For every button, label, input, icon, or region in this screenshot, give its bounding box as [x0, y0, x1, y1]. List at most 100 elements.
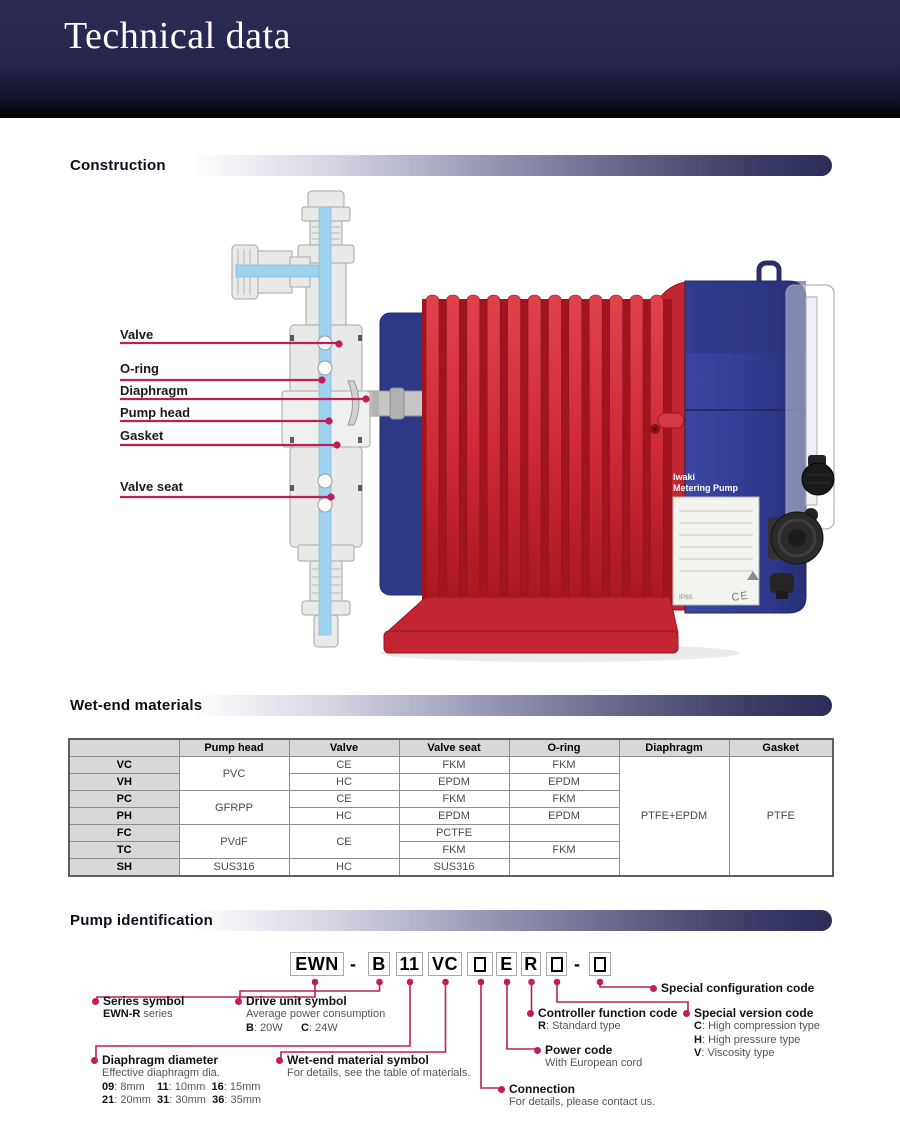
- adjust-knob: [801, 455, 835, 496]
- table-cell: CE: [288, 756, 400, 774]
- callout-line: Average power consumption: [246, 1008, 386, 1020]
- sticker-brand-2: Metering Pump: [673, 483, 739, 493]
- section-bar-pump-identification: Pump identification: [68, 910, 832, 931]
- table-cell: HC: [288, 773, 400, 791]
- construction-label-pumphead: Pump head: [120, 405, 191, 420]
- callout-line: EWN-R series: [103, 1008, 173, 1020]
- code-segment-0: EWN: [290, 952, 344, 976]
- callout-title: Special configuration code: [650, 981, 814, 995]
- column-header: Diaphragm: [618, 738, 730, 757]
- valve-assembly: [231, 190, 371, 648]
- construction-label-valve: Valve: [120, 327, 154, 342]
- callout-title: Wet-end material symbol: [276, 1053, 470, 1067]
- leader-dots: [318, 340, 370, 501]
- table-cell: EPDM: [508, 807, 620, 825]
- code-segment-2: B: [368, 952, 390, 976]
- plate-ip-rating: IP65: [679, 594, 693, 601]
- table-cell: HC: [288, 807, 400, 825]
- table-cell: CE: [288, 824, 400, 859]
- table-cell: FKM: [398, 790, 510, 808]
- table-cell: FKM: [398, 756, 510, 774]
- callout-bullet-icon: [92, 997, 99, 1005]
- construction-leader-lines: [120, 340, 370, 501]
- row-label: PH: [68, 807, 180, 825]
- empty-code-square: [594, 956, 606, 972]
- table-cell: [508, 858, 620, 877]
- column-header: Pump head: [178, 738, 290, 757]
- callout-line: V: Viscosity type: [694, 1047, 775, 1059]
- pump-body: [422, 280, 693, 611]
- callout-line: With European cord: [545, 1057, 643, 1069]
- table-cell: CE: [288, 790, 400, 808]
- table-cell: EPDM: [508, 773, 620, 791]
- section-title-pump-identification: Pump identification: [70, 912, 213, 929]
- row-label: FC: [68, 824, 180, 842]
- callout-bullet-icon: [527, 1009, 534, 1017]
- callout-line: 09: 8mm 11: 10mm 16: 15mm: [102, 1080, 261, 1093]
- code-segment-3: 11: [396, 952, 423, 976]
- construction-label-oring: O-ring: [120, 361, 159, 376]
- code-separator: -: [350, 953, 356, 974]
- code-separator: -: [574, 953, 580, 974]
- table-cell: HC: [288, 858, 400, 877]
- callout-bullet-icon: [235, 997, 242, 1005]
- callout-bullet-icon: [534, 1046, 541, 1054]
- callout-title: Series symbol: [92, 994, 184, 1008]
- callout-line: 21: 20mm 31: 30mm 36: 35mm: [102, 1094, 262, 1106]
- callout-title: Connection: [498, 1082, 655, 1096]
- callout-bullet-icon: [91, 1056, 98, 1064]
- column-header: Valve: [288, 738, 400, 757]
- section-bar-wet-end: Wet-end materials: [68, 695, 832, 716]
- valve-balls: [317, 335, 333, 513]
- code-segment-8: [546, 952, 567, 976]
- callout-special_config: Special configuration code: [650, 981, 814, 995]
- callout-title: Diaphragm diameter: [91, 1053, 261, 1067]
- callout-bullet-icon: [498, 1085, 505, 1093]
- callout-title: Special version code: [683, 1006, 820, 1020]
- section-bar-construction: Construction: [68, 155, 832, 176]
- code-segment-7: R: [521, 952, 541, 976]
- callout-line: Effective diaphragm dia.: [102, 1067, 220, 1079]
- table-cell: GFRPP: [178, 790, 290, 825]
- table-cell: FKM: [508, 756, 620, 774]
- table-cell: EPDM: [398, 773, 510, 791]
- row-label: TC: [68, 841, 180, 859]
- pump-id-connector-lines: [95, 978, 689, 1089]
- column-header: Valve seat: [398, 738, 510, 757]
- callout-line: C: High compression type: [694, 1020, 820, 1032]
- construction-label-diaphragm: Diaphragm: [120, 383, 188, 398]
- code-segment-10: [589, 952, 611, 976]
- table-cell: PTFE+EPDM: [618, 756, 730, 877]
- row-label: PC: [68, 790, 180, 808]
- flow-channel-horizontal: [235, 264, 327, 278]
- column-header: [68, 738, 180, 757]
- sticker-brand-1: Iwaki: [673, 472, 695, 482]
- section-title-construction: Construction: [70, 157, 166, 174]
- callout-bullet-icon: [650, 984, 657, 992]
- code-segment-6: E: [496, 952, 517, 976]
- code-segment-4: VC: [428, 952, 462, 976]
- diaphragm-part: [347, 380, 360, 426]
- code-segment-dots: [311, 978, 604, 986]
- callout-line: B: 20W C: 24W: [246, 1021, 338, 1034]
- callout-line: R: Standard type: [538, 1020, 621, 1032]
- column-header: Gasket: [728, 738, 834, 757]
- table-cell: FKM: [508, 790, 620, 808]
- row-label: VC: [68, 756, 180, 774]
- cable-gland: [768, 511, 824, 565]
- pump-base: [383, 596, 679, 654]
- table-cell: FKM: [508, 841, 620, 859]
- row-label: SH: [68, 858, 180, 877]
